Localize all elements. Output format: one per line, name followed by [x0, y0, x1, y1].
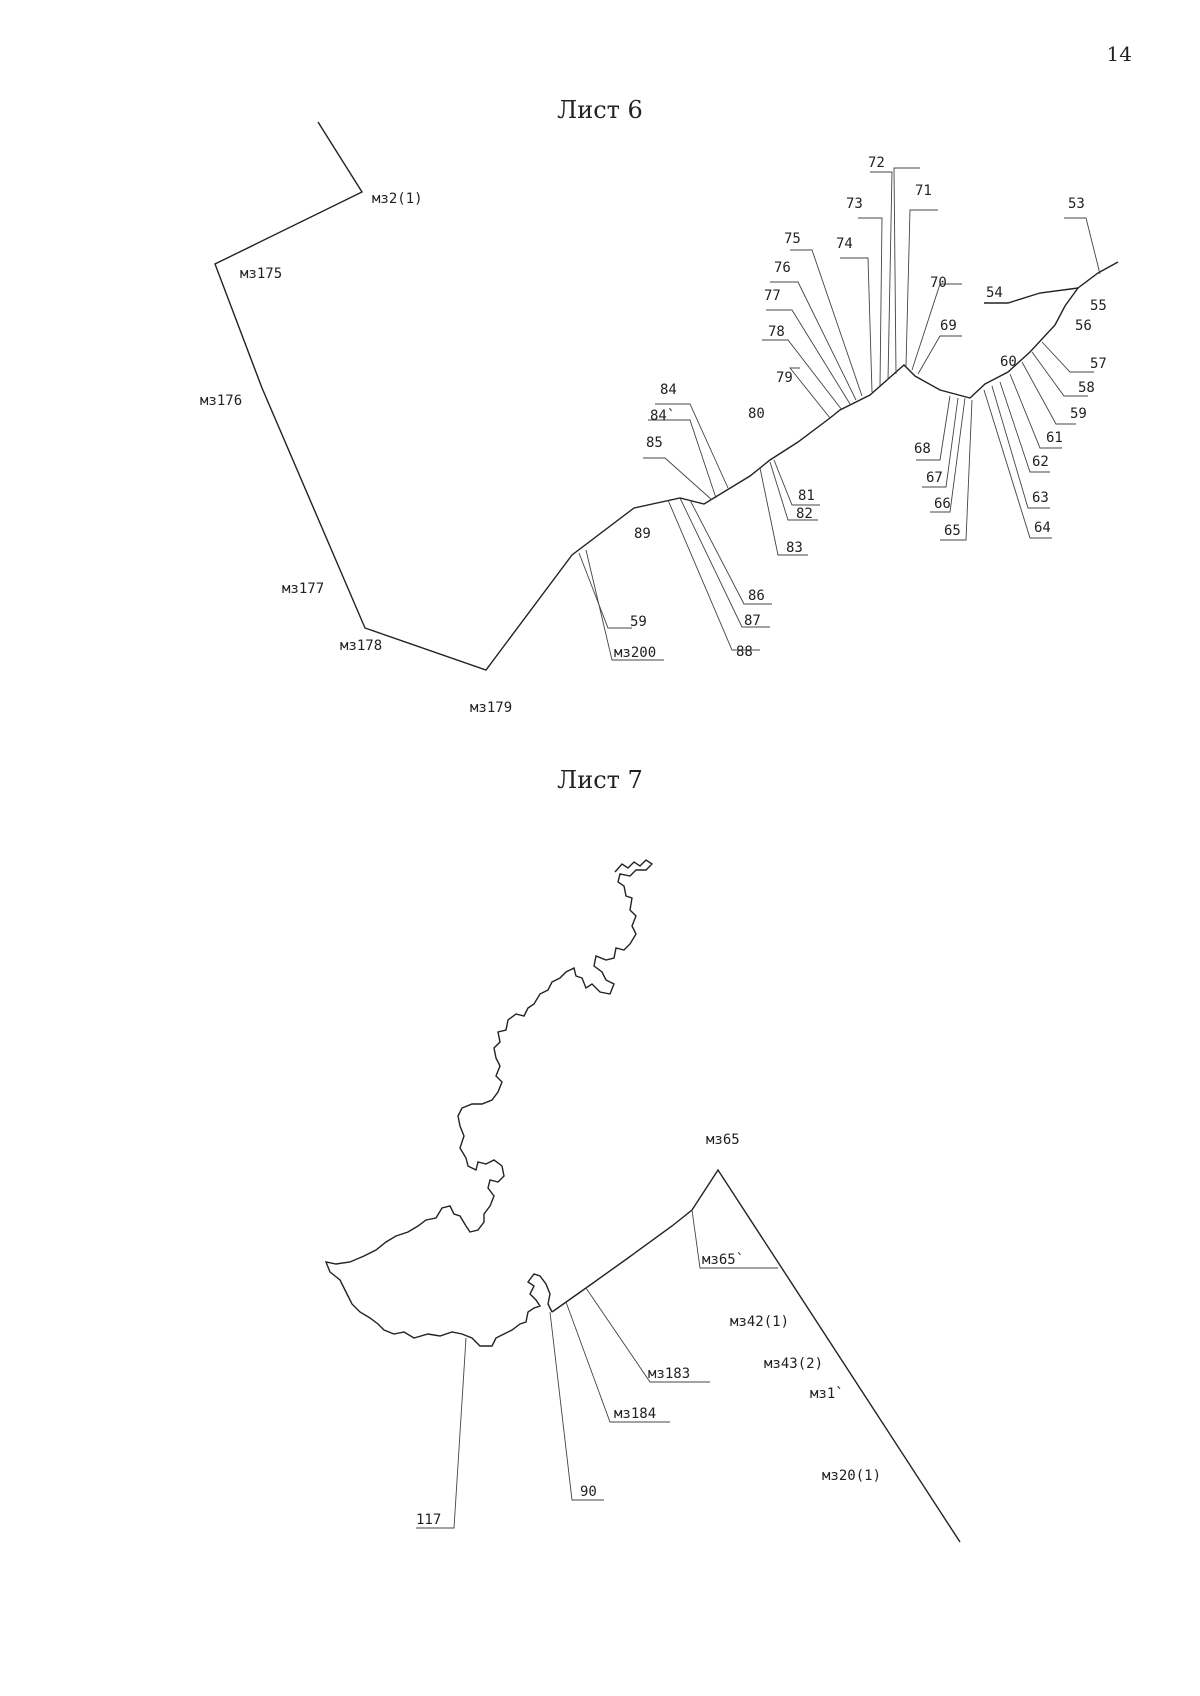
label-85: 85 — [646, 435, 663, 451]
label-81: 81 — [798, 488, 815, 504]
label-mz43-2: мз43(2) — [764, 1356, 823, 1372]
label-mz65-prime: мз65` — [702, 1252, 744, 1268]
sheet-6-map: мз2(1) мз175 мз176 мз177 мз178 мз179 мз2… — [200, 121, 1119, 716]
label-mz200: мз200 — [614, 645, 656, 661]
label-83: 83 — [786, 540, 803, 556]
sheet-6-boundary — [214, 121, 1119, 671]
label-73: 73 — [846, 196, 863, 212]
sheet-7-straight-boundary — [551, 1168, 961, 1543]
label-mz1-prime: мз1` — [810, 1386, 844, 1402]
label-71: 71 — [915, 183, 932, 199]
label-mz65: мз65 — [706, 1132, 740, 1148]
label-75: 75 — [784, 231, 801, 247]
sheet-7-irregular-boundary — [324, 859, 654, 1347]
label-117: 117 — [416, 1512, 441, 1528]
label-68: 68 — [914, 441, 931, 457]
label-88: 88 — [736, 644, 753, 660]
label-72: 72 — [868, 155, 885, 171]
label-87: 87 — [744, 613, 761, 629]
label-78: 78 — [768, 324, 785, 340]
label-mz177: мз177 — [282, 581, 324, 597]
label-90: 90 — [580, 1484, 597, 1500]
label-mz2-1: мз2(1) — [372, 191, 423, 207]
label-mz183: мз183 — [648, 1366, 690, 1382]
label-57: 57 — [1090, 356, 1107, 372]
label-mz20-1: мз20(1) — [822, 1468, 881, 1484]
label-55: 55 — [1090, 298, 1107, 314]
label-mz42-1: мз42(1) — [730, 1314, 789, 1330]
label-84: 84 — [660, 382, 677, 398]
label-mz175: мз175 — [240, 266, 282, 282]
label-74: 74 — [836, 236, 853, 252]
sheet-7-leaders — [416, 1209, 778, 1529]
label-86: 86 — [748, 588, 765, 604]
label-56: 56 — [1075, 318, 1092, 334]
label-59: 59 — [630, 614, 647, 630]
sheet-7-title: Лист 7 — [557, 766, 643, 794]
label-60: 60 — [1000, 354, 1017, 370]
label-70: 70 — [930, 275, 947, 291]
label-69: 69 — [940, 318, 957, 334]
label-84-prime: 84` — [650, 408, 675, 424]
label-67: 67 — [926, 470, 943, 486]
label-82: 82 — [796, 506, 813, 522]
label-mz176: мз176 — [200, 393, 242, 409]
label-65: 65 — [944, 523, 961, 539]
label-77: 77 — [764, 288, 781, 304]
label-64: 64 — [1034, 520, 1051, 536]
label-80: 80 — [748, 406, 765, 422]
label-mz179: мз179 — [470, 700, 512, 716]
label-76: 76 — [774, 260, 791, 276]
sheet-6-title: Лист 6 — [557, 96, 643, 124]
label-61: 61 — [1046, 430, 1063, 446]
label-79: 79 — [776, 370, 793, 386]
sheet-6-leaders — [578, 167, 1101, 661]
label-59b: 59 — [1070, 406, 1087, 422]
label-62: 62 — [1032, 454, 1049, 470]
sheet-6-branch-54 — [984, 287, 1079, 304]
label-63: 63 — [1032, 490, 1049, 506]
label-58: 58 — [1078, 380, 1095, 396]
label-53: 53 — [1068, 196, 1085, 212]
label-66: 66 — [934, 496, 951, 512]
label-mz178: мз178 — [340, 638, 382, 654]
label-54: 54 — [986, 285, 1003, 301]
page-number: 14 — [1106, 42, 1132, 66]
label-89: 89 — [634, 526, 651, 542]
label-mz184: мз184 — [614, 1406, 656, 1422]
